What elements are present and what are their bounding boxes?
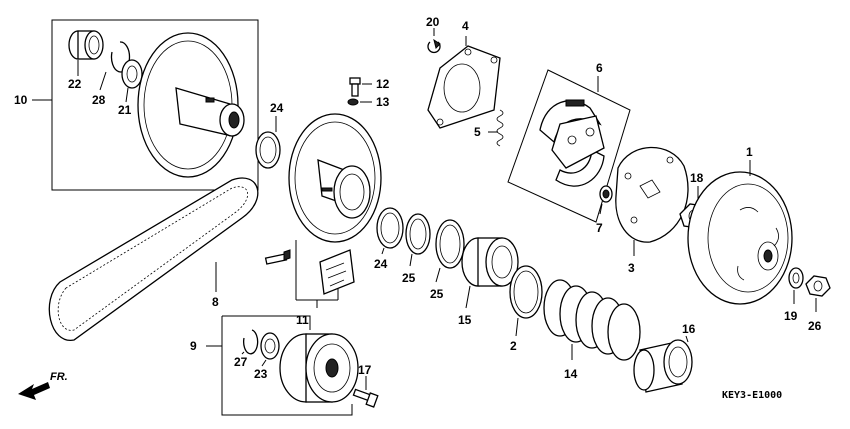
label-22: 22 <box>68 77 82 91</box>
drive-belt-8 <box>48 177 259 341</box>
guide-pin <box>264 249 291 265</box>
nut-26 <box>805 275 831 297</box>
label-9: 9 <box>190 339 197 353</box>
bearing-21 <box>121 59 143 89</box>
clutch-plate-3 <box>615 146 689 243</box>
grease-packet <box>319 249 355 295</box>
bolt-12 <box>349 77 361 97</box>
label-27: 27 <box>234 355 248 369</box>
label-20: 20 <box>426 15 440 29</box>
diagram-code: KEY3-E1000 <box>722 390 782 401</box>
direction-label: FR. <box>50 371 68 383</box>
drive-pulley-9 <box>279 333 359 403</box>
label-4: 4 <box>462 19 469 33</box>
o-ring-2 <box>509 265 543 319</box>
bearing-23 <box>260 332 280 360</box>
front-direction-arrow <box>18 382 50 400</box>
label-19: 19 <box>784 309 798 323</box>
label-14: 14 <box>564 367 578 381</box>
group-box-10 <box>51 19 259 191</box>
label-7: 7 <box>596 221 603 235</box>
seal-collar-15 <box>461 237 519 287</box>
clip-20 <box>427 38 441 54</box>
label-6: 6 <box>596 61 603 75</box>
label-13: 13 <box>376 95 390 109</box>
group-box-9 <box>221 315 353 416</box>
bolt-17 <box>352 388 379 408</box>
label-10: 10 <box>14 93 28 107</box>
clutch-outer-1 <box>687 171 793 305</box>
label-3: 3 <box>628 261 635 275</box>
label-28: 28 <box>92 93 106 107</box>
label-12: 12 <box>376 77 390 91</box>
clutch-shoes-6 <box>539 99 605 187</box>
label-16: 16 <box>682 322 696 336</box>
washer-25-first <box>405 213 431 255</box>
label-24-upper: 24 <box>270 101 284 115</box>
washer-24-upper <box>255 131 281 169</box>
group-box-6 <box>507 69 631 223</box>
label-2: 2 <box>510 339 517 353</box>
nut-13 <box>347 98 359 106</box>
needle-bearing-22 <box>68 30 104 60</box>
washer-25-second <box>435 219 465 269</box>
nut-7 <box>599 185 613 203</box>
driven-spring-14 <box>543 279 641 361</box>
washer-24-lower <box>376 207 404 249</box>
label-23: 23 <box>254 367 268 381</box>
snap-ring-27 <box>243 329 259 355</box>
drive-face-pulley <box>137 32 245 178</box>
label-15: 15 <box>458 313 472 327</box>
driven-face-11 <box>288 113 382 243</box>
clutch-spring-5 <box>496 109 504 147</box>
label-1: 1 <box>746 145 753 159</box>
label-11: 11 <box>296 313 309 327</box>
plate-4 <box>427 45 501 129</box>
label-26: 26 <box>808 319 822 333</box>
label-25-first: 25 <box>402 271 416 285</box>
label-24-lower: 24 <box>374 257 388 271</box>
label-25-second: 25 <box>430 287 444 301</box>
label-18: 18 <box>690 171 704 185</box>
label-17: 17 <box>358 363 372 377</box>
washer-19 <box>788 267 804 289</box>
label-21: 21 <box>118 103 132 117</box>
label-5: 5 <box>474 125 481 139</box>
label-8: 8 <box>212 295 219 309</box>
spring-seat-16 <box>633 339 693 393</box>
